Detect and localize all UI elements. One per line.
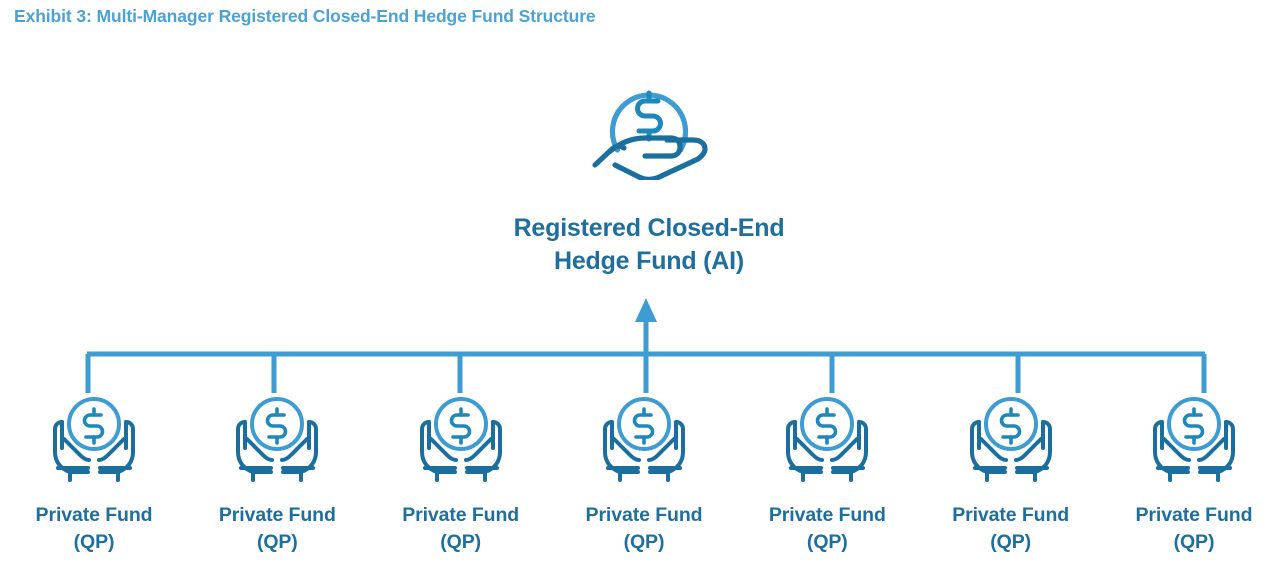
cupped-hands-coin-icon xyxy=(959,396,1063,482)
cupped-hands-coin-icon xyxy=(775,396,879,482)
top-node-registered-fund: Registered Closed-End Hedge Fund (AI) xyxy=(474,58,824,279)
cupped-hands-coin-icon xyxy=(42,396,146,482)
cupped-hands-coin-icon xyxy=(1142,396,1246,482)
fund-node: Private Fund (QP) xyxy=(207,396,347,555)
fund-node-label-line1: Private Fund xyxy=(952,504,1070,526)
fund-node-label-line1: Private Fund xyxy=(35,504,153,526)
fund-node-label: Private Fund (QP) xyxy=(769,502,886,555)
fund-node-label-line2: (QP) xyxy=(73,530,115,553)
fund-node-label: Private Fund (QP) xyxy=(586,502,703,555)
fund-node-label-line2: (QP) xyxy=(806,530,848,553)
fund-node-label: Private Fund (QP) xyxy=(402,502,519,555)
top-node-label-line1: Registered Closed-End xyxy=(513,214,785,242)
fund-node-label-line1: Private Fund xyxy=(1135,504,1253,526)
private-fund-row: Private Fund (QP) xyxy=(0,396,1288,555)
fund-node-label-line1: Private Fund xyxy=(585,504,703,526)
fund-node: Private Fund (QP) xyxy=(757,396,897,555)
fund-node-label-line1: Private Fund xyxy=(218,504,336,526)
cupped-hands-coin-icon xyxy=(592,396,696,482)
fund-node-label-line2: (QP) xyxy=(1173,530,1215,553)
top-node-label: Registered Closed-End Hedge Fund (AI) xyxy=(514,212,785,279)
fund-node-label-line1: Private Fund xyxy=(402,504,520,526)
fund-node-label: Private Fund (QP) xyxy=(952,502,1069,555)
cupped-hands-coin-icon xyxy=(225,396,329,482)
fund-node: Private Fund (QP) xyxy=(574,396,714,555)
fund-node-label-line2: (QP) xyxy=(440,530,482,553)
fund-node: Private Fund (QP) xyxy=(941,396,1081,555)
hand-holding-coin-icon xyxy=(579,58,719,182)
fund-node-label: Private Fund (QP) xyxy=(219,502,336,555)
fund-node-label-line1: Private Fund xyxy=(768,504,886,526)
fund-node-label-line2: (QP) xyxy=(990,530,1032,553)
fund-node-label-line2: (QP) xyxy=(256,530,298,553)
fund-node: Private Fund (QP) xyxy=(24,396,164,555)
fund-node: Private Fund (QP) xyxy=(391,396,531,555)
top-node-label-line2: Hedge Fund (AI) xyxy=(553,247,744,276)
upward-flow-arrow xyxy=(635,298,657,393)
page-title: Exhibit 3: Multi-Manager Registered Clos… xyxy=(14,6,596,26)
fund-node-label-line2: (QP) xyxy=(623,530,665,553)
fund-node-label: Private Fund (QP) xyxy=(1136,502,1253,555)
fund-node-label: Private Fund (QP) xyxy=(36,502,153,555)
fund-node: Private Fund (QP) xyxy=(1124,396,1264,555)
cupped-hands-coin-icon xyxy=(409,396,513,482)
